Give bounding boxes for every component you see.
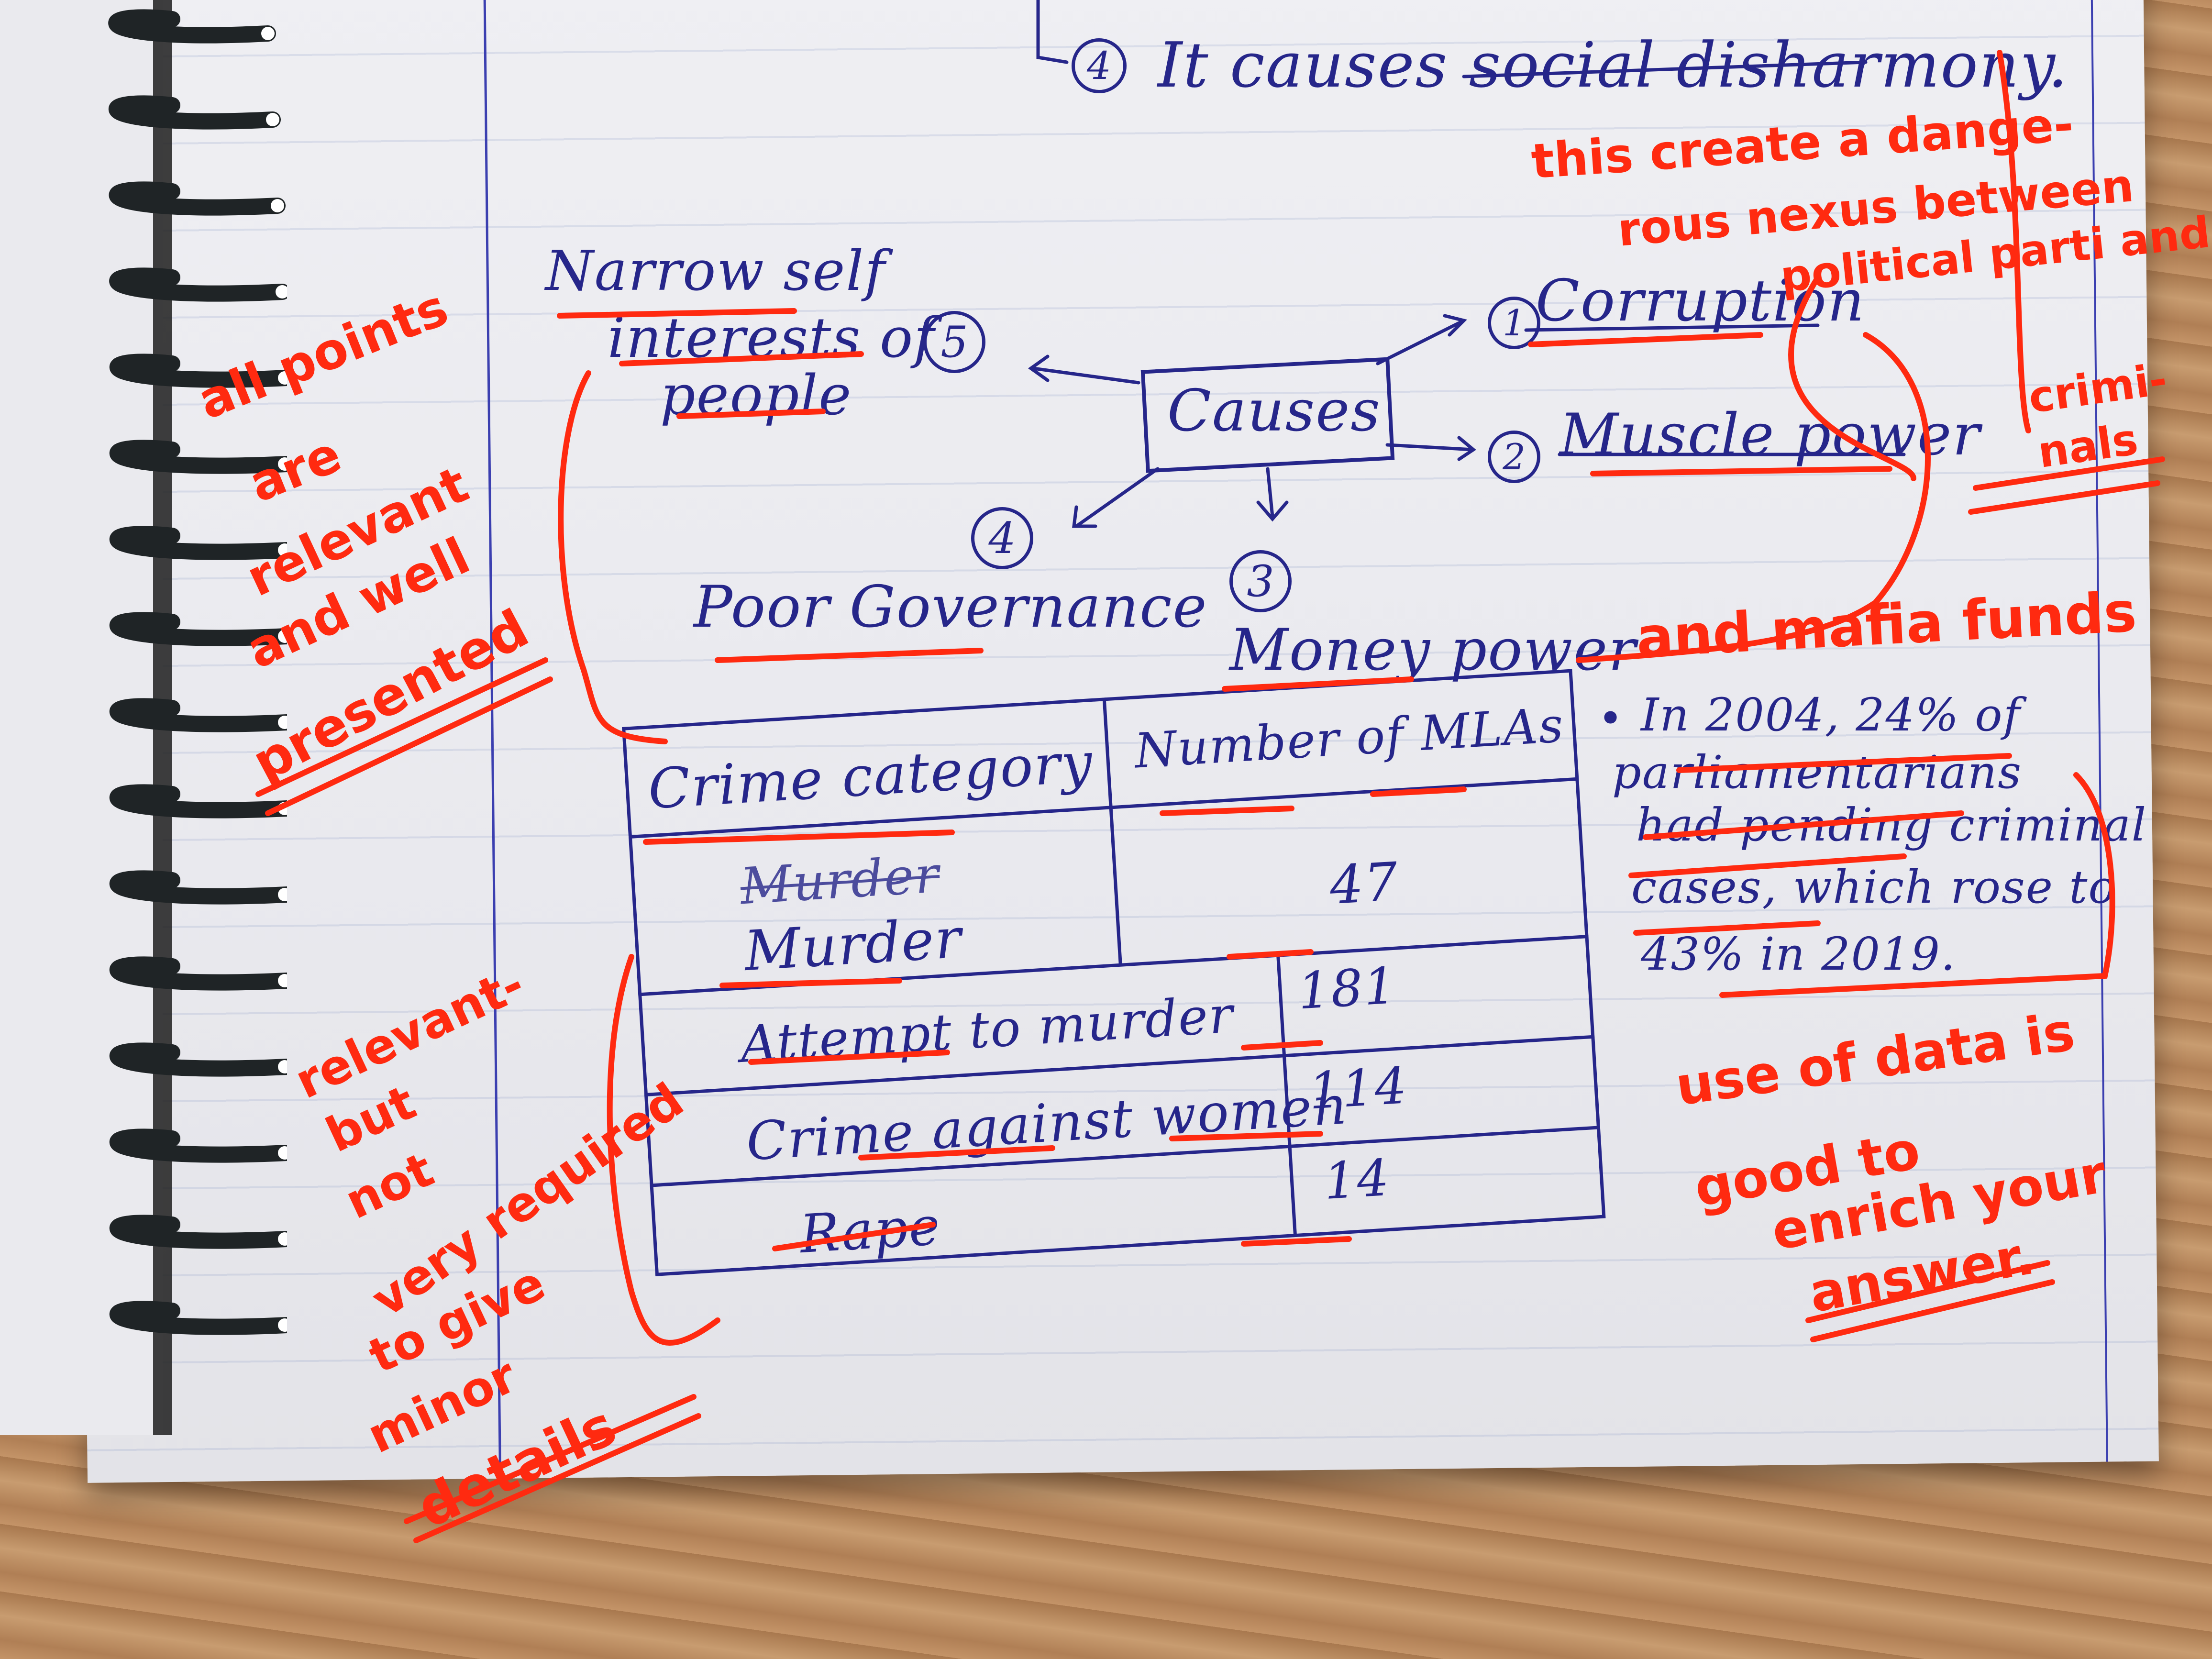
top-line-number: 4	[1087, 44, 1111, 88]
table-row-category: Rape	[798, 1195, 943, 1265]
fact-line: cases, which rose to	[1631, 861, 2117, 914]
table-row-count: 47	[1328, 851, 1401, 917]
fact-line: parliamentarians	[1612, 746, 2022, 799]
cause-money-power: Money power	[1229, 617, 1637, 684]
table-row-category: Murder	[742, 906, 964, 984]
cause-muscle-power: Muscle power	[1559, 402, 1981, 468]
table-row-count: 14	[1322, 1148, 1392, 1211]
top-line-text: It causes social disharmony.	[1158, 29, 2069, 101]
cause-5-number: 5	[940, 317, 968, 367]
fact-line: In 2004, 24% of	[1641, 689, 2021, 741]
cause-4-number: 4	[988, 513, 1016, 564]
cause-number-circle: 3	[1229, 550, 1292, 612]
fact-line: 43% in 2019.	[1641, 928, 1957, 981]
struck-out-word: Murder	[739, 845, 941, 916]
crime-table: Crime category Number of MLAs Murder Mur…	[622, 669, 1606, 1276]
item-number-circle: 4	[1072, 38, 1127, 93]
cause-1-number: 1	[1503, 302, 1526, 344]
cause-poor-governance: Poor Governance	[694, 574, 1208, 641]
cause-narrow-self-line2: interests of	[608, 306, 935, 370]
fact-line: had pending criminal	[1636, 799, 2147, 852]
cause-2-number: 2	[1503, 436, 1526, 478]
table-row-count: 114	[1307, 1056, 1409, 1121]
cause-number-circle: 1	[1488, 297, 1540, 349]
cause-narrow-self-line1: Narrow self	[545, 239, 886, 303]
cause-number-circle: 4	[971, 507, 1033, 569]
table-row-count: 181	[1296, 956, 1399, 1021]
cause-3-number: 3	[1247, 556, 1274, 607]
cause-number-circle: 2	[1488, 431, 1540, 483]
causes-label: Causes	[1167, 378, 1381, 444]
cause-narrow-self-line3: people	[660, 364, 852, 428]
spiral-binding	[0, 0, 287, 1435]
fact-bullet: •	[1598, 694, 1625, 744]
cause-number-circle: 5	[923, 311, 985, 373]
